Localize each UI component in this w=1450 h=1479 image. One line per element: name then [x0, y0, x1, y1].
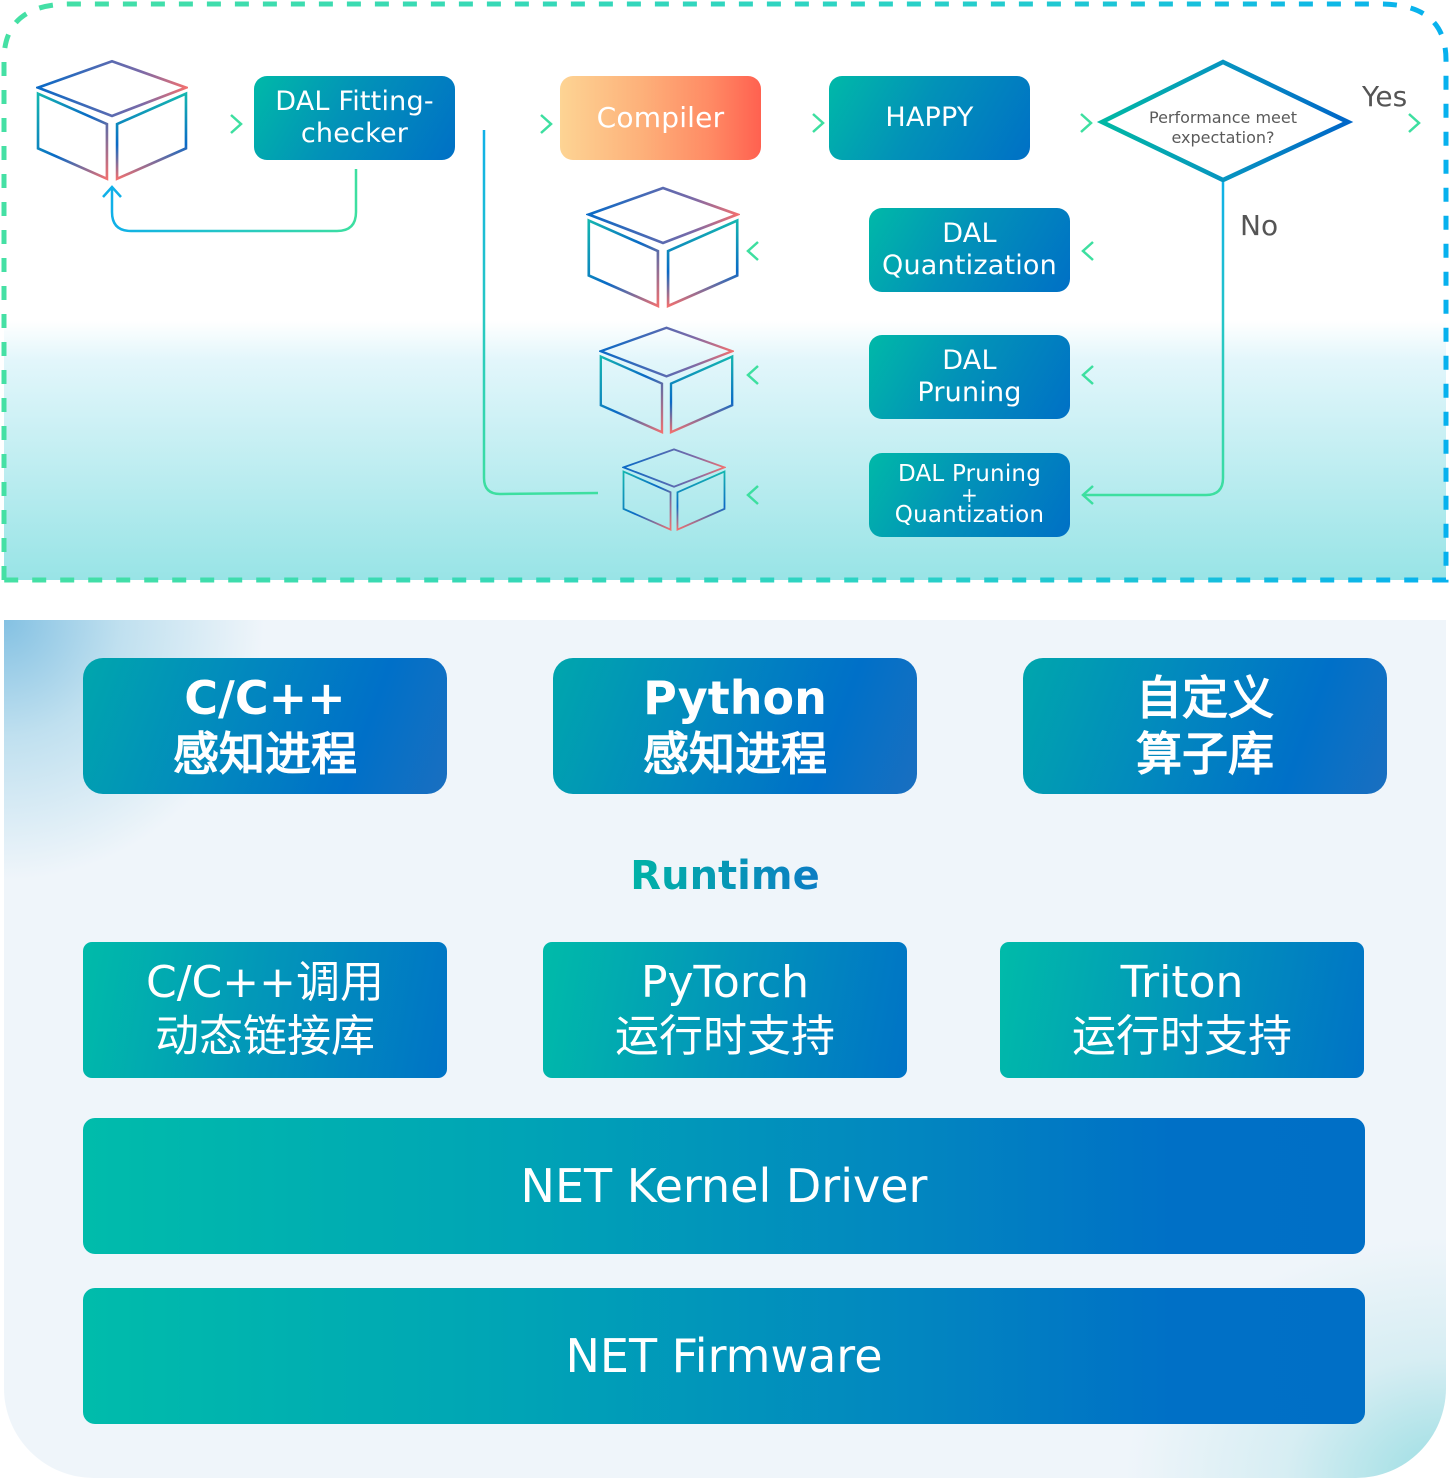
node-label-plus: + [961, 483, 978, 507]
happy-node[interactable]: HAPPY [829, 76, 1030, 160]
arrow-pruning-quantization-to-cube [746, 485, 864, 505]
box-label-line-2: 运行时支持 [615, 1011, 835, 1062]
decision-label-line-1: Performance meet [1148, 108, 1298, 127]
node-label-line-2: Pruning [917, 377, 1022, 408]
bar-label: NET Kernel Driver [520, 1159, 928, 1213]
node-label-line-1: DAL Fitting- [275, 86, 434, 118]
box-label-line-2: 动态链接库 [155, 1011, 375, 1062]
node-label-line-1: DAL [942, 218, 997, 250]
box-label-line-1: 自定义 [1136, 670, 1274, 725]
decision-diamond [1096, 59, 1354, 183]
node-label-line-1: DAL Pruning [897, 461, 1041, 487]
net-kernel-driver-bar[interactable]: NET Kernel Driver [83, 1118, 1365, 1254]
no-label: No [1240, 209, 1279, 242]
dal-pruning-node[interactable]: DAL Pruning [869, 335, 1070, 419]
node-label-line-3: Quantization [894, 502, 1045, 528]
python-perception-process-box[interactable]: Python 感知进程 [553, 658, 917, 794]
node-label: HAPPY [885, 102, 974, 134]
optimized-model-return-bus [482, 130, 599, 496]
arrow-compiler-to-happy [764, 113, 825, 133]
arrow-no-branch [1081, 182, 1225, 505]
node-label-line-2: checker [300, 118, 409, 149]
box-label-line-2: 运行时支持 [1072, 1011, 1292, 1062]
net-firmware-bar[interactable]: NET Firmware [83, 1288, 1365, 1424]
box-label-line-1: C/C++调用 [145, 957, 384, 1009]
model-optimization-flow-panel: DAL Fitting- checker Compiler HAPPY Perf… [0, 0, 1450, 585]
box-label-line-2: 感知进程 [173, 727, 357, 781]
dal-quantization-node[interactable]: DAL Quantization [869, 208, 1070, 292]
yes-label: Yes [1362, 80, 1408, 113]
cpp-perception-process-box[interactable]: C/C++ 感知进程 [83, 658, 447, 794]
pytorch-runtime-support-box[interactable]: PyTorch 运行时支持 [543, 942, 907, 1078]
arrow-happy-to-decision [1034, 113, 1093, 133]
box-label-line-2: 感知进程 [643, 727, 827, 781]
box-label-line-1: Python [643, 670, 827, 725]
arrow-checker-feedback-loop [102, 169, 358, 233]
decision-label-line-2: expectation? [1171, 128, 1275, 147]
runtime-title: Runtime [0, 853, 1450, 899]
custom-operator-library-box[interactable]: 自定义 算子库 [1023, 658, 1387, 794]
runtime-title-text: Runtime [630, 853, 820, 899]
node-label-line-1: DAL [942, 345, 997, 377]
box-label-line-1: Triton [1120, 957, 1244, 1009]
arrow-checker-to-compiler [460, 114, 553, 134]
triton-runtime-support-box[interactable]: Triton 运行时支持 [1000, 942, 1364, 1078]
arrow-quantization-to-cube [746, 241, 864, 261]
cpp-dynamic-library-box[interactable]: C/C++调用 动态链接库 [83, 942, 447, 1078]
decision-label: Performance meet expectation? [1123, 108, 1323, 148]
bar-label: NET Firmware [565, 1329, 883, 1383]
compiler-node[interactable]: Compiler [560, 76, 761, 160]
dal-fitting-checker-node[interactable]: DAL Fitting- checker [254, 76, 455, 160]
arrow-yes-output [1358, 113, 1421, 133]
box-label-line-1: PyTorch [640, 957, 810, 1009]
arrow-cube-to-checker [199, 114, 243, 134]
dal-pruning-quantization-node[interactable]: DAL Pruning + Quantization [869, 453, 1070, 537]
box-label-line-1: C/C++ [184, 670, 346, 725]
node-label: Compiler [596, 101, 725, 135]
arrow-pruning-to-cube [746, 365, 864, 385]
box-label-line-2: 算子库 [1136, 727, 1274, 781]
node-label-line-2: Quantization [882, 250, 1057, 281]
